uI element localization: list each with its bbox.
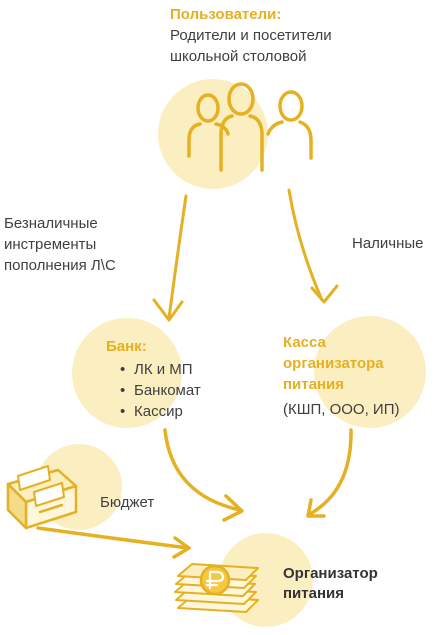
users-title: Пользователи: xyxy=(170,6,282,23)
users-line-1: Родители и посетители xyxy=(170,27,332,44)
drawers-icon xyxy=(6,465,78,530)
users-line-2: школьной столовой xyxy=(170,48,307,65)
cashier-subtitle: (КШП, ООО, ИП) xyxy=(283,401,400,418)
arrow-budget-to-organizer xyxy=(36,526,191,559)
cashier-circle xyxy=(314,316,426,428)
money-stack-icon xyxy=(174,563,259,613)
cashless-label-line-3: пополнения Л\С xyxy=(4,257,116,274)
bank-item: Кассир xyxy=(118,401,201,422)
cash-label: Наличные xyxy=(352,235,424,252)
arrow-bank-to-organizer xyxy=(163,428,244,522)
cashless-label-line-1: Безналичные xyxy=(4,215,98,232)
bank-item: ЛК и МП xyxy=(118,359,201,380)
cashless-label-line-2: инстременты xyxy=(4,236,97,253)
budget-label: Бюджет xyxy=(100,494,155,511)
bank-list: ЛК и МП Банкомат Кассир xyxy=(118,359,201,422)
arrow-users-to-bank xyxy=(152,194,188,322)
bank-item: Банкомат xyxy=(118,380,201,401)
organizer-title-line-2: питания xyxy=(283,585,345,602)
cashier-title-line-3: питания xyxy=(283,376,345,393)
cashier-title-line-2: организатора xyxy=(283,355,384,372)
cashier-title-line-1: Касса xyxy=(283,334,326,351)
arrow-users-to-cashier xyxy=(287,188,339,304)
people-icon xyxy=(187,82,313,172)
bank-title: Банк: xyxy=(106,338,147,355)
organizer-title-line-1: Организатор xyxy=(283,565,378,582)
arrow-cashier-to-organizer xyxy=(306,428,353,518)
